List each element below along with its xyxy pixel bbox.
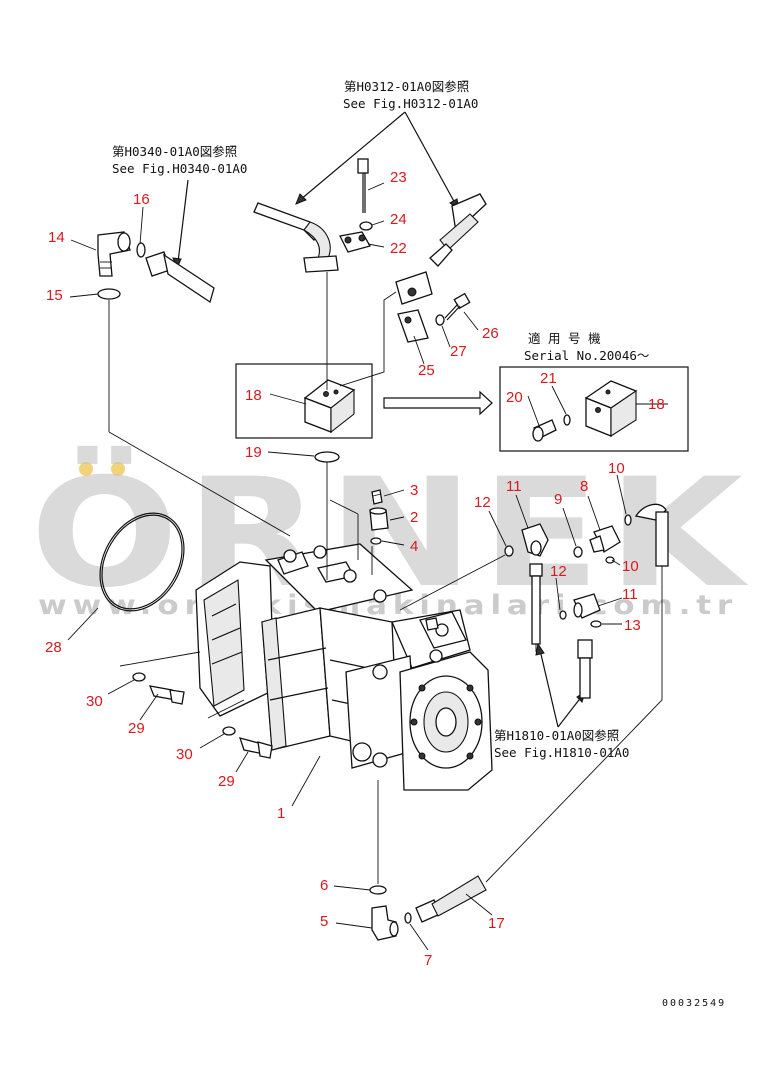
- ref-h0340-en: See Fig.H0340-01A0: [112, 161, 247, 176]
- callout-22: 22: [390, 240, 407, 257]
- block-18: [303, 379, 356, 434]
- callout-3: 3: [410, 482, 418, 499]
- washer-27: [435, 314, 445, 326]
- callout-6: 6: [320, 877, 328, 894]
- hose-fitting-h0340: [145, 251, 215, 304]
- callout-11-top: 11: [506, 478, 522, 495]
- o-ring-10-top: [624, 514, 632, 526]
- callout-14: 14: [48, 229, 65, 246]
- elbow-5: [371, 905, 399, 941]
- tee-8: [589, 525, 621, 553]
- callout-9: 9: [554, 491, 562, 508]
- adapter-2: [369, 507, 389, 531]
- bolt-29-upper: [148, 685, 185, 705]
- callout-18-left: 18: [245, 387, 262, 404]
- o-ring-10-bottom: [605, 556, 615, 564]
- bolt-29-lower: [238, 737, 273, 759]
- o-ring-12-lower: [559, 610, 567, 620]
- serial-note-en: Serial No.20046～: [524, 348, 649, 363]
- o-ring-4: [370, 537, 382, 545]
- o-ring-16: [136, 242, 146, 258]
- block-18-box: [235, 363, 373, 439]
- assembly-lines: [108, 272, 663, 884]
- watermark-dot-right: [111, 462, 125, 476]
- callout-29-upper: 29: [128, 720, 145, 737]
- ref-h1810-jp: 第H1810-01A0図参照: [494, 728, 619, 743]
- callout-10-mid: 10: [622, 558, 639, 575]
- callout-30-upper: 30: [86, 693, 103, 710]
- callout-26: 26: [482, 325, 499, 342]
- block-18-serial-box: [499, 366, 689, 452]
- o-ring-9: [573, 546, 583, 558]
- callout-8: 8: [580, 478, 588, 495]
- ref-h0312-en: See Fig.H0312-01A0: [343, 96, 478, 111]
- washer-30-upper: [132, 672, 146, 682]
- elbow-11-lower: [573, 593, 601, 619]
- callout-7: 7: [424, 952, 432, 969]
- callout-12-top: 12: [474, 494, 491, 511]
- callout-15: 15: [46, 287, 63, 304]
- plug-20: [532, 419, 557, 442]
- ref-h1810-en: See Fig.H1810-01A0: [494, 745, 629, 760]
- watermark-dot-left: [79, 462, 93, 476]
- callout-19: 19: [245, 444, 262, 461]
- callout-20: 20: [506, 389, 523, 406]
- o-ring-15: [97, 288, 121, 300]
- callout-13: 13: [624, 617, 641, 634]
- tube-12: [529, 563, 543, 645]
- o-ring-13: [590, 620, 602, 628]
- elbow-fitting-14: [97, 231, 131, 277]
- ref-h0312-jp: 第H0312-01A0図参照: [344, 79, 469, 94]
- modification-arrow: [383, 390, 493, 416]
- callout-numbers: 1 2 3 4 5 6 7 8 9 10 10 11 11 12 12 13 1…: [45, 169, 665, 969]
- hose-right: [395, 193, 487, 305]
- o-ring-19: [314, 451, 340, 463]
- washer-30-lower: [222, 726, 236, 736]
- callout-5: 5: [320, 913, 328, 930]
- o-ring-7: [404, 912, 412, 924]
- callout-16: 16: [133, 191, 150, 208]
- elbow-11: [521, 523, 549, 557]
- hose-10: [634, 503, 669, 567]
- leader-lines: [67, 182, 668, 951]
- callout-2: 2: [410, 509, 418, 526]
- ref-h0340-jp: 第H0340-01A0図参照: [112, 144, 237, 159]
- callout-18-right: 18: [648, 396, 665, 413]
- hose-left: [253, 202, 339, 273]
- drawing-code: 00032549: [662, 998, 726, 1009]
- callout-27: 27: [450, 343, 467, 360]
- o-ring-21: [563, 414, 571, 426]
- serial-note-jp: 適 用 号 機: [528, 331, 601, 346]
- callout-1: 1: [277, 805, 285, 822]
- callout-10-top: 10: [608, 460, 625, 477]
- relief-valve-3: [371, 489, 383, 505]
- callout-28: 28: [45, 639, 62, 656]
- o-ring-12: [504, 545, 514, 557]
- block-18-serial: [584, 380, 638, 438]
- callout-29-lower: 29: [218, 773, 235, 790]
- o-ring-28: [99, 512, 185, 612]
- callout-11-mid: 11: [622, 586, 638, 603]
- callout-23: 23: [390, 169, 407, 186]
- callout-25: 25: [418, 362, 435, 379]
- callout-30-lower: 30: [176, 746, 193, 763]
- o-ring-6: [369, 885, 387, 895]
- tube-h1810: [577, 639, 593, 699]
- main-pump-1: [195, 543, 493, 791]
- bolt-23: [357, 158, 369, 213]
- callout-4: 4: [410, 538, 418, 555]
- callout-21: 21: [540, 370, 557, 387]
- washer-24: [359, 221, 373, 231]
- split-flange-22: [339, 231, 371, 253]
- bolt-26: [444, 292, 471, 321]
- split-flange-25: [397, 309, 429, 343]
- callout-24: 24: [390, 211, 407, 228]
- callout-12-mid: 12: [550, 563, 567, 580]
- callout-17: 17: [488, 915, 505, 932]
- hose-17: [415, 875, 487, 923]
